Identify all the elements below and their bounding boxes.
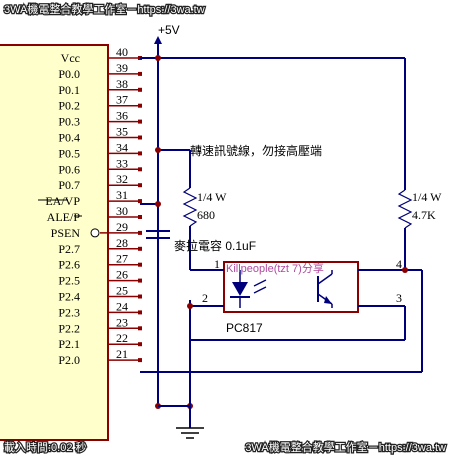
pin-number: 36 (116, 109, 128, 123)
watermark-bottom: 3WA機電整合教學工作室－https://3wa.tw (245, 440, 446, 454)
pin-number: 37 (116, 93, 128, 107)
pin-label: P2.5 (58, 274, 80, 288)
pin-number: 33 (116, 156, 128, 170)
opto-pin-4: 4 (396, 257, 402, 271)
pin-end (138, 183, 142, 188)
pin-end (138, 135, 142, 140)
pin-end (138, 167, 142, 172)
pin-label: P0.1 (58, 83, 80, 97)
vcc-arrow (154, 36, 162, 44)
pin-label: P2.3 (58, 305, 80, 319)
pin-number: 28 (116, 236, 128, 250)
transistor-collector (317, 273, 333, 285)
light-arrow-1 (253, 279, 267, 287)
pin-number: 30 (116, 204, 128, 218)
pin-end (138, 103, 142, 108)
pin-end (138, 278, 142, 283)
pin-end (138, 246, 142, 251)
led-triangle (232, 282, 248, 296)
pin-number: 23 (116, 315, 128, 329)
pin-number: 25 (116, 284, 128, 298)
pin-number: 40 (116, 45, 128, 59)
pin-end (138, 215, 142, 219)
resistor-4k7 (397, 189, 413, 229)
pin-end (138, 294, 142, 299)
pin-label: ALE/P (47, 210, 81, 224)
pin-label: P0.3 (58, 115, 80, 129)
junction-pin2 (187, 303, 193, 309)
pin-end (138, 71, 142, 76)
junction-vcc (155, 55, 161, 61)
pin-label: P0.6 (58, 162, 80, 176)
junction-ea (155, 201, 161, 207)
pin-number: 24 (116, 299, 128, 313)
pin-label: P2.1 (58, 337, 80, 351)
pin-label: PSEN (51, 226, 81, 240)
pin-label: P0.7 (58, 178, 80, 192)
res-left-power: 1/4 W (197, 190, 227, 204)
pin-number: 39 (116, 61, 128, 75)
pin-number: 22 (116, 331, 128, 345)
pin-end (138, 230, 142, 235)
pin-label: P2.0 (58, 353, 80, 367)
pin-number: 34 (116, 140, 128, 154)
pin-number: 31 (116, 188, 128, 202)
capacitor-label: 麥拉電容 0.1uF (174, 238, 256, 253)
pin-end (138, 199, 142, 204)
junction-res (155, 147, 161, 153)
pin-end (138, 87, 142, 92)
res-right-power: 1/4 W (412, 190, 442, 204)
pin-end (138, 342, 142, 347)
pin-label: P2.2 (58, 321, 80, 335)
load-time: 載入時間:0.02 秒 (4, 440, 87, 454)
pin-end (138, 326, 142, 331)
pin-end (138, 310, 142, 315)
pin-number: 26 (116, 268, 128, 282)
psen-inversion-bubble (90, 228, 100, 238)
pin-end (138, 262, 142, 267)
pin-label: P0.4 (58, 131, 80, 145)
pin-label: P0.0 (58, 67, 80, 81)
watermark-top: 3WA機電整合教學工作室－https://3wa.tw (4, 2, 205, 16)
opto-pin-1: 1 (214, 257, 220, 271)
pin-label: P2.6 (58, 258, 80, 272)
pin-number: 29 (116, 220, 128, 234)
mcu-body (0, 44, 109, 441)
pin-end (138, 358, 142, 363)
junction-pin4 (402, 267, 408, 273)
pc817-body (223, 261, 359, 313)
light-arrow-2 (253, 286, 267, 294)
pin-label: P2.4 (58, 290, 80, 304)
pin-label: EA/VP (45, 194, 80, 208)
pin-end (138, 151, 142, 156)
pin-label: P2.7 (58, 242, 80, 256)
pin-number: 32 (116, 172, 128, 186)
pin-label: Vcc (61, 51, 80, 65)
opto-pin-2: 2 (202, 291, 208, 305)
emitter-arrow (324, 296, 332, 304)
opto-watermark: Killpeople(tzt 7)分享 (226, 261, 324, 275)
supply-label: +5V (158, 23, 180, 37)
pin-label: P0.5 (58, 146, 80, 160)
resistor-680 (182, 187, 198, 227)
pin-number: 38 (116, 77, 128, 91)
pin-number: 21 (116, 347, 128, 361)
pin-number: 27 (116, 252, 128, 266)
opto-pin-3: 3 (396, 291, 402, 305)
speed-signal-note: 轉速訊號線，勿接高壓端 (190, 143, 322, 158)
pin-number: 35 (116, 125, 128, 139)
res-left-value: 680 (197, 208, 215, 222)
res-right-value: 4.7K (412, 208, 436, 222)
pin-label: P0.2 (58, 99, 80, 113)
opto-name: PC817 (226, 321, 263, 335)
pin-end (138, 119, 142, 124)
